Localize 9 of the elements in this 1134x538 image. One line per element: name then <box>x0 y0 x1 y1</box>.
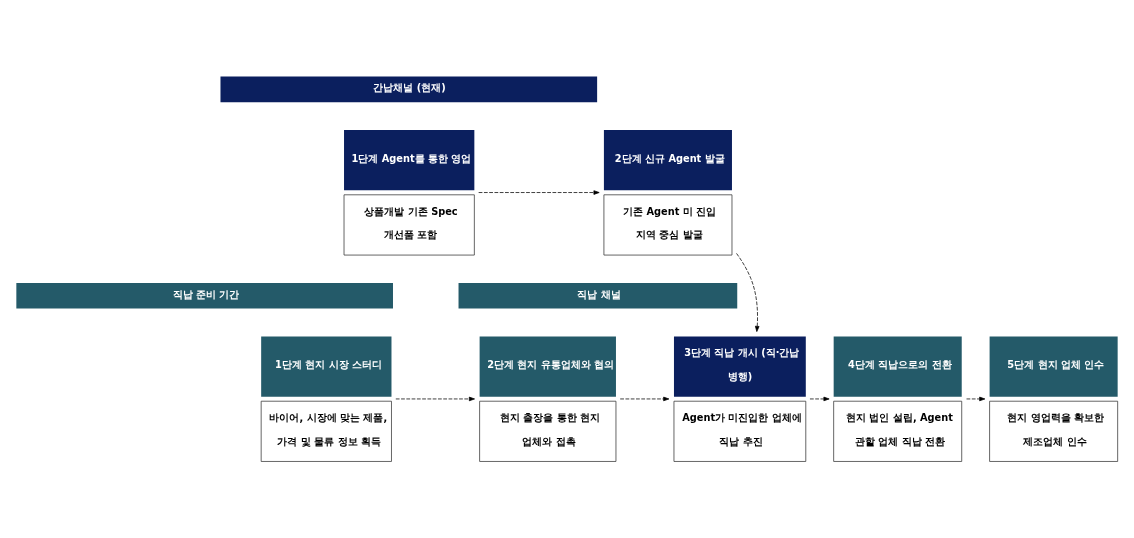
arrow <box>809 396 830 402</box>
arrow <box>619 396 670 402</box>
arrow <box>395 396 475 402</box>
node-box: 간납채널 (현재) <box>220 76 598 103</box>
arrow <box>736 253 760 332</box>
node-box: 직납 채널 <box>458 282 738 309</box>
arrow <box>478 190 600 195</box>
node-box: 직납 준비 기간 <box>16 282 393 309</box>
arrow <box>966 396 986 402</box>
